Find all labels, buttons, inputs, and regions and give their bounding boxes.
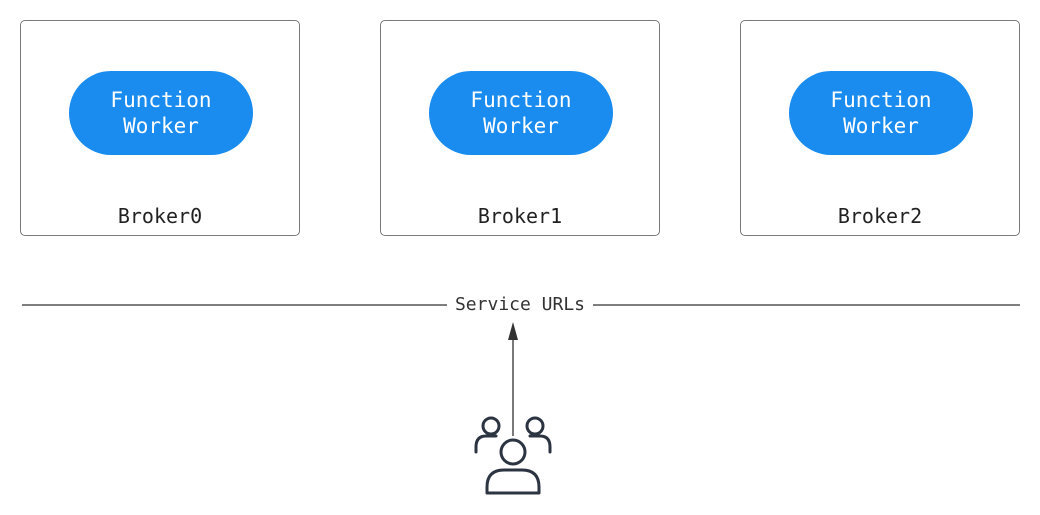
broker-label-1: Broker1 bbox=[477, 204, 563, 228]
broker-label-2: Broker2 bbox=[837, 204, 923, 228]
function-worker-2: Function Worker bbox=[789, 71, 973, 155]
request-arrow-head bbox=[508, 322, 518, 340]
function-worker-0: Function Worker bbox=[69, 71, 253, 155]
function-worker-1: Function Worker bbox=[429, 71, 613, 155]
broker-box-0: Function Worker Broker0 bbox=[20, 20, 300, 236]
users-icon bbox=[474, 416, 552, 495]
broker-box-1: Function Worker Broker1 bbox=[380, 20, 660, 236]
service-urls-label: Service URLs bbox=[447, 294, 593, 316]
broker-label-0: Broker0 bbox=[117, 204, 203, 228]
broker-box-2: Function Worker Broker2 bbox=[740, 20, 1020, 236]
